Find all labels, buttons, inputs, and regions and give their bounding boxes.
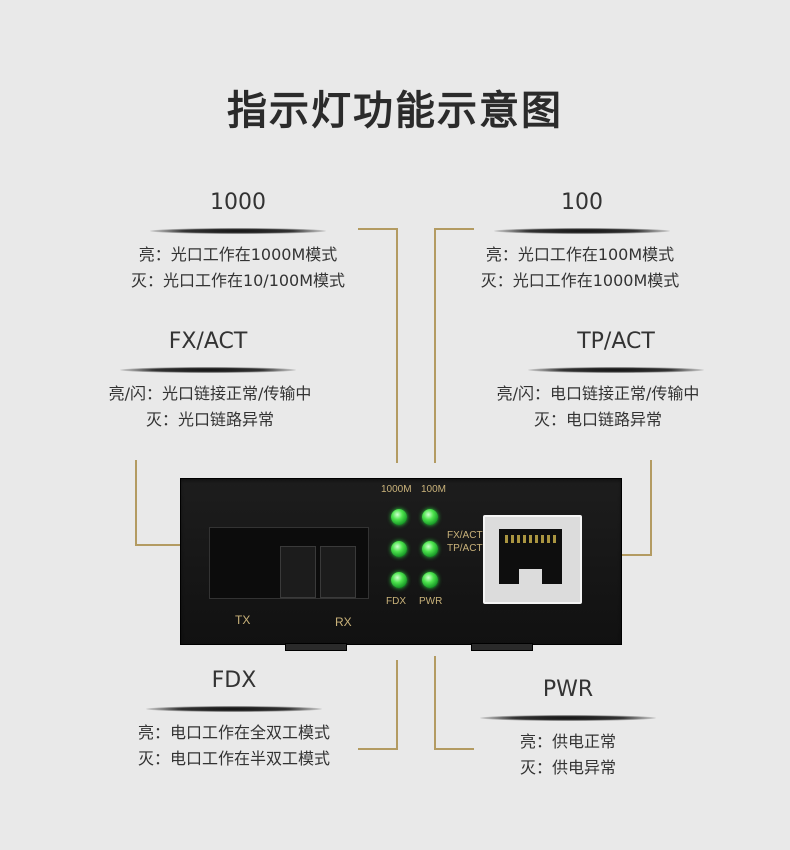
desc-1000-line-1: 亮：光口工作在1000M模式	[138, 245, 338, 264]
label-tp-act: TP/ACT	[577, 329, 655, 354]
page-title: 指示灯功能示意图	[227, 88, 563, 134]
led-label-100m: 100M	[421, 484, 447, 495]
desc-1000: 亮：光口工作在1000M模式 灭：光口工作在10/100M模式	[98, 242, 378, 294]
led-label-fx-act: FX/ACT	[447, 530, 483, 541]
desc-fdx-line-1: 亮：电口工作在全双工模式	[137, 723, 330, 742]
connector-fdx-h	[358, 748, 398, 750]
rj45-notch	[519, 569, 542, 584]
rj45-opening	[499, 529, 562, 584]
led-1000m	[391, 509, 407, 525]
label-100: 100	[561, 190, 603, 215]
label-1000: 1000	[210, 190, 266, 215]
label-100-underline	[494, 228, 670, 234]
led-label-pwr: PWR	[419, 596, 443, 607]
connector-pwr-v	[434, 656, 436, 750]
sc-slot-rx	[320, 546, 356, 598]
connector-1000-v	[396, 228, 398, 463]
desc-100-line-2: 灭：光口工作在1000M模式	[480, 271, 680, 290]
desc-pwr: 亮：供电正常 灭：供电异常	[468, 729, 668, 781]
led-label-1000m: 1000M	[381, 484, 412, 495]
desc-tp-act-line-2: 灭：电口链路异常	[533, 410, 662, 429]
led-100m	[422, 509, 438, 525]
rj45-pins	[505, 535, 556, 543]
led-pwr	[422, 572, 438, 588]
device-foot-left	[285, 643, 347, 651]
led-tp-act	[422, 541, 438, 557]
connector-100-h	[434, 228, 474, 230]
label-pwr-underline	[480, 715, 656, 721]
desc-fx-act-line-2: 灭：光口链路异常	[145, 410, 274, 429]
label-fdx: FDX	[211, 668, 257, 693]
desc-tp-act-line-1: 亮/闪：电口链接正常/传输中	[496, 384, 700, 403]
device-foot-right	[471, 643, 533, 651]
label-tp-act-underline	[528, 367, 704, 373]
desc-fx-act: 亮/闪：光口链接正常/传输中 灭：光口链路异常	[60, 381, 360, 433]
led-fdx	[391, 572, 407, 588]
connector-pwr-h	[434, 748, 474, 750]
led-label-tp-act: TP/ACT	[447, 543, 483, 554]
led-label-fdx: FDX	[386, 596, 406, 607]
connector-fdx-v	[396, 660, 398, 750]
connector-1000-h	[358, 228, 398, 230]
desc-100: 亮：光口工作在100M模式 灭：光口工作在1000M模式	[440, 242, 720, 294]
sc-fiber-port	[209, 527, 369, 599]
sc-slot-tx	[280, 546, 316, 598]
desc-100-line-1: 亮：光口工作在100M模式	[485, 245, 675, 264]
connector-100-v	[434, 228, 436, 463]
led-fx-act	[391, 541, 407, 557]
label-fdx-underline	[146, 706, 322, 712]
port-label-tx: TX	[235, 613, 251, 627]
connector-tp-act-v	[650, 460, 652, 556]
desc-fx-act-line-1: 亮/闪：光口链接正常/传输中	[108, 384, 312, 403]
media-converter-device: TX RX 1000M 100M FX/ACT TP/ACT FDX PWR	[180, 478, 622, 651]
desc-fdx: 亮：电口工作在全双工模式 灭：电口工作在半双工模式	[94, 720, 374, 772]
label-1000-underline	[150, 228, 326, 234]
connector-fx-act-v	[135, 460, 137, 546]
rj45-port	[483, 515, 582, 604]
port-label-rx: RX	[335, 615, 352, 629]
label-pwr: PWR	[542, 677, 594, 702]
label-fx-act-underline	[120, 367, 296, 373]
desc-fdx-line-2: 灭：电口工作在半双工模式	[137, 749, 330, 768]
label-fx-act: FX/ACT	[168, 329, 248, 354]
desc-tp-act: 亮/闪：电口链接正常/传输中 灭：电口链路异常	[448, 381, 748, 433]
desc-pwr-line-1: 亮：供电正常	[519, 732, 616, 751]
desc-1000-line-2: 灭：光口工作在10/100M模式	[130, 271, 346, 290]
desc-pwr-line-2: 灭：供电异常	[519, 758, 616, 777]
